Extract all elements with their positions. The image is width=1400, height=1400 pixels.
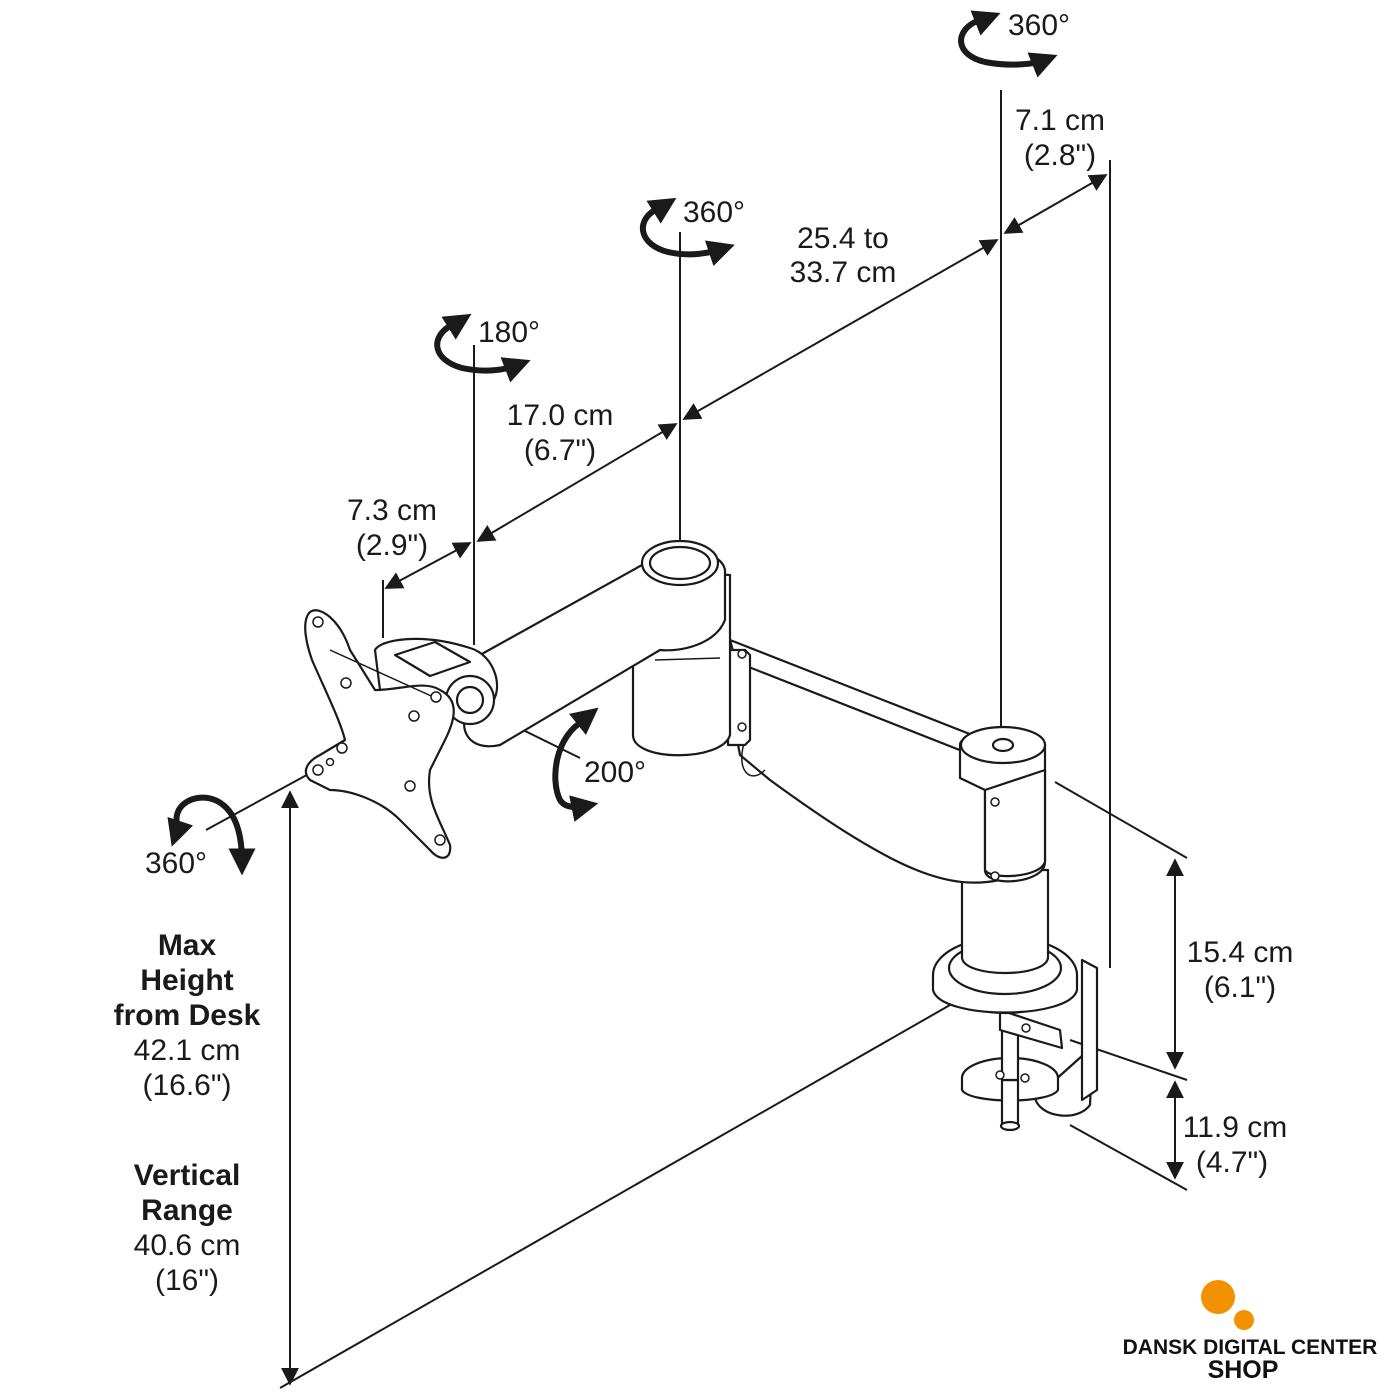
label-vertical-range-title-2: Range — [141, 1194, 233, 1227]
label-tilt-rotation: 360° — [145, 847, 207, 880]
brand-dot-small — [1234, 1310, 1254, 1330]
label-base-rotation: 360° — [1008, 9, 1070, 42]
rotation-icon-elbow — [639, 197, 735, 267]
base-riser — [958, 725, 1047, 883]
brand-dot-large — [1201, 1280, 1235, 1314]
label-vertical-range-title-1: Vertical — [134, 1159, 241, 1192]
label-head-offset-metric: 7.3 cm — [347, 494, 437, 527]
label-vertical-range-metric: 40.6 cm — [134, 1229, 241, 1262]
brand-logo: DANSK DIGITAL CENTER SHOP — [1123, 1280, 1378, 1384]
rotation-icon-head — [434, 313, 531, 383]
label-base-offset-metric: 7.1 cm — [1015, 104, 1105, 137]
rotation-icon-base — [958, 10, 1058, 78]
desk-clamp — [960, 958, 1099, 1132]
label-upper-arm-line2: 33.7 cm — [790, 256, 897, 289]
rotation-icon-tilt — [167, 794, 256, 876]
label-max-height-title-2: Height — [140, 964, 233, 997]
label-base-offset-imperial: (2.8") — [1024, 139, 1096, 172]
rotation-icon-wrist — [552, 707, 599, 822]
label-max-height-imperial: (16.6") — [142, 1069, 231, 1102]
label-max-height-title-1: Max — [158, 929, 217, 962]
label-vertical-range-imperial: (16") — [155, 1264, 219, 1297]
label-clamp-range-metric: 11.9 cm — [1183, 1111, 1288, 1144]
label-forearm-metric: 17.0 cm — [507, 399, 614, 432]
vesa-plate — [304, 609, 455, 859]
label-head-offset-imperial: (2.9") — [356, 529, 428, 562]
brand-sub: SHOP — [1208, 1356, 1279, 1384]
label-pole-height-metric: 15.4 cm — [1187, 936, 1294, 969]
label-clamp-range-imperial: (4.7") — [1196, 1146, 1268, 1179]
label-forearm-imperial: (6.7") — [524, 434, 596, 467]
monitor-arm-illustration — [304, 539, 1099, 1132]
forearm — [463, 539, 727, 748]
label-max-height-title-3: from Desk — [114, 999, 261, 1032]
label-max-height-metric: 42.1 cm — [134, 1034, 241, 1067]
label-pole-height-imperial: (6.1") — [1204, 971, 1276, 1004]
brand-name: DANSK DIGITAL CENTER — [1123, 1336, 1378, 1359]
label-head-rotation: 180° — [478, 316, 540, 349]
dimension-arrows — [281, 174, 1184, 1386]
pole — [960, 868, 1050, 974]
label-wrist-rotation: 200° — [584, 756, 646, 789]
label-elbow-rotation: 360° — [683, 196, 745, 229]
upper-arm — [718, 638, 1007, 884]
label-upper-arm-line1: 25.4 to — [797, 222, 889, 255]
